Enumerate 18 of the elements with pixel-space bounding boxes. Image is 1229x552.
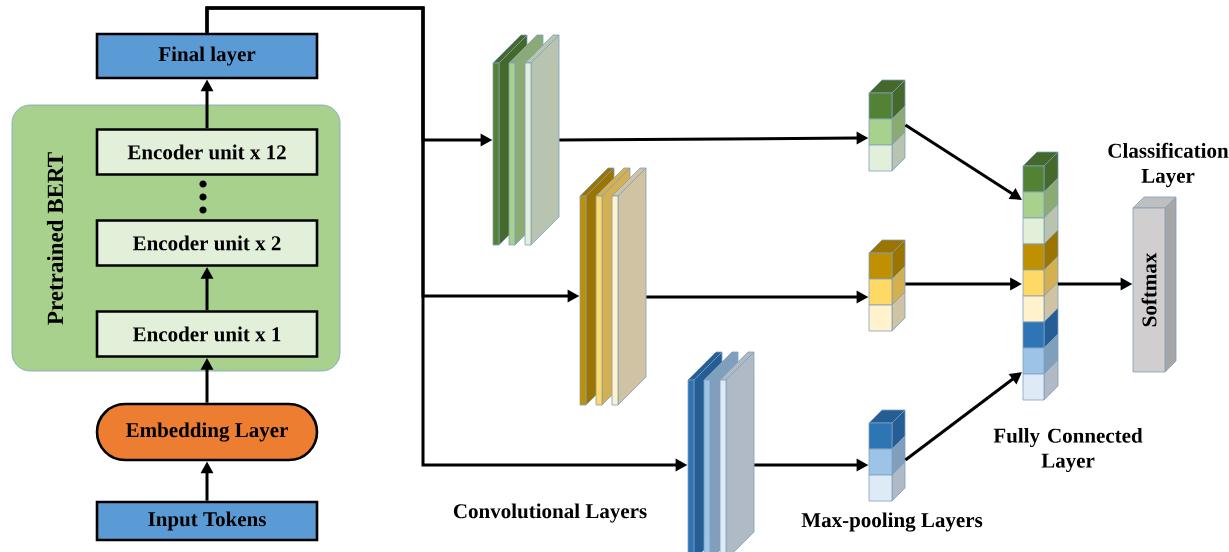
pooling-cube-drawing xyxy=(868,239,906,332)
softmax-block: Softmax xyxy=(1132,196,1177,373)
section-caption: Max-pooling Layers xyxy=(801,512,983,532)
input-box: Input Tokens xyxy=(95,500,319,542)
encoder-box: Encoder unit x 2 xyxy=(95,219,319,267)
encoder-box: Encoder unit x 12 xyxy=(95,128,319,176)
pooling-cube-drawing xyxy=(868,409,906,502)
layer-caption: Fully Connected Layer xyxy=(993,427,1143,473)
group-title: Pretrained BERT xyxy=(46,152,64,325)
section-caption: Convolutional Layers xyxy=(453,503,647,523)
embedding-pill: Embedding Layer xyxy=(95,402,319,462)
layer-caption: Classification Layer xyxy=(1108,142,1229,188)
encoder-box: Encoder unit x 1 xyxy=(95,310,319,358)
conv-layer-drawing xyxy=(579,167,647,406)
conv-layer-drawing xyxy=(492,34,560,246)
output-box: Final layer xyxy=(95,32,319,80)
conv-layer-drawing xyxy=(687,351,755,552)
pooling-cube-drawing xyxy=(868,79,906,172)
